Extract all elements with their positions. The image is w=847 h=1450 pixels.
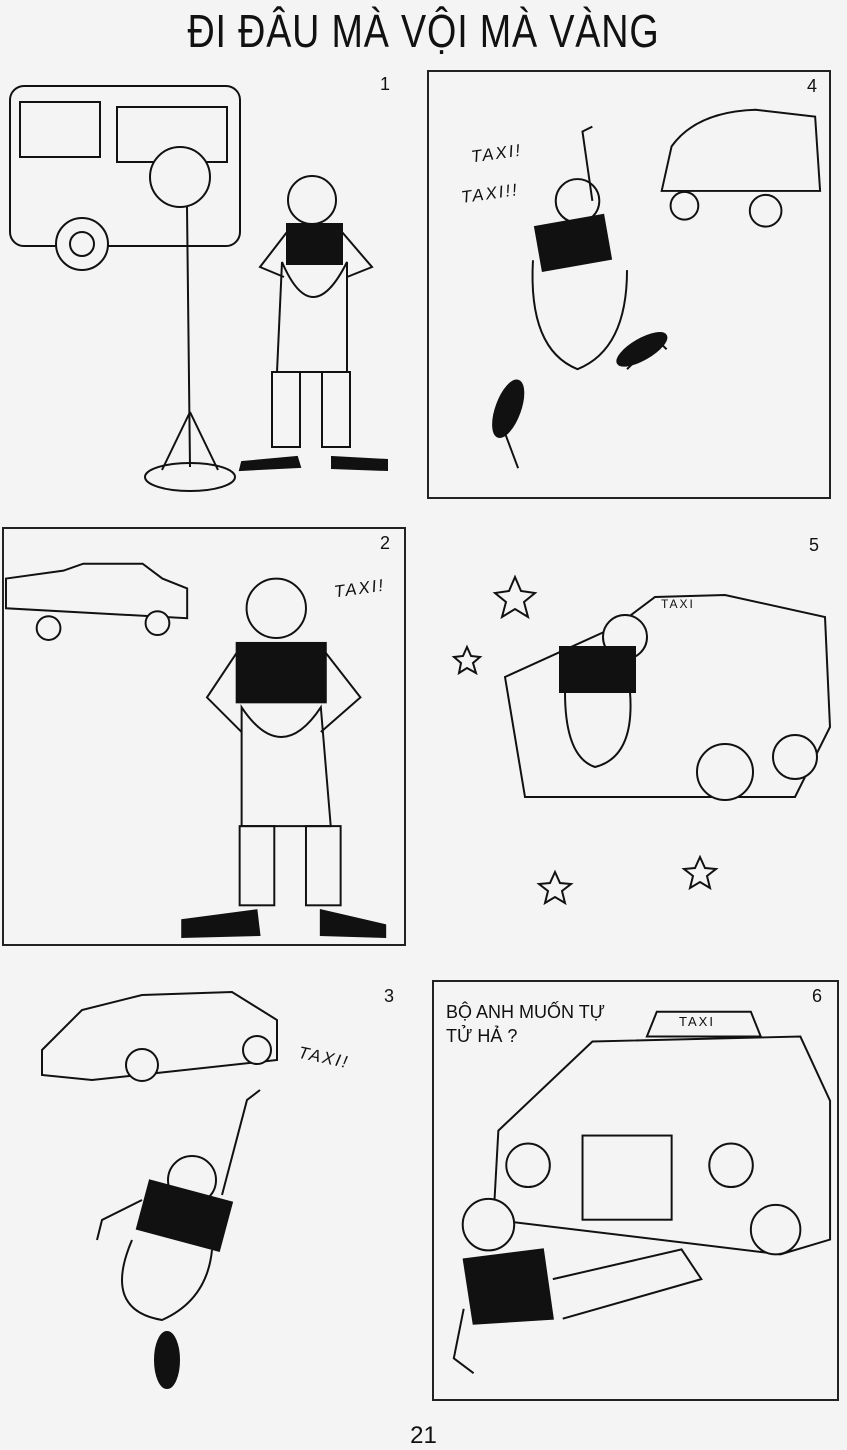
running-man-illustration xyxy=(96,1089,261,1389)
panel-number: 1 xyxy=(380,74,391,94)
man-running-to-taxi-illustration xyxy=(492,108,822,469)
impact-stars xyxy=(451,574,719,906)
panel-number: 4 xyxy=(807,76,818,96)
man-under-taxi-illustration xyxy=(452,1010,832,1374)
taxi-illustration xyxy=(492,1010,832,1256)
panel-6: 6 BỘ ANH MUỐN TỰ TỬ HẢ ? TAXI xyxy=(432,980,839,1401)
bus-stop-scene-illustration xyxy=(9,85,388,492)
panel-number: 3 xyxy=(384,986,395,1006)
panel-2: 2 TAXI! xyxy=(2,527,406,946)
bus-illustration xyxy=(9,85,241,271)
taxi-illustration xyxy=(4,562,189,641)
man-standing-illustration xyxy=(181,577,387,939)
panel-number: 2 xyxy=(380,533,391,553)
taxi-illustration xyxy=(660,108,822,228)
panel-number: 6 xyxy=(812,986,823,1006)
man-chasing-taxi-illustration xyxy=(41,990,278,1389)
fallen-man-illustration xyxy=(452,1197,703,1374)
comic-title: ĐI ĐÂU MÀ VỘI MÀ VÀNG xyxy=(187,5,660,57)
taxi-illustration xyxy=(41,990,278,1082)
panel-1: 1 xyxy=(2,72,412,502)
panel-3: 3 TAXI! xyxy=(2,980,406,1400)
man-hit-by-taxi-illustration xyxy=(451,574,832,906)
taxi-roof-sign: TAXI xyxy=(679,1014,715,1029)
panel-4: 4 TAXI! TAXI!! xyxy=(427,70,831,499)
speech-text: BỘ ANH MUỐN TỰ TỬ HẢ ? xyxy=(446,1002,606,1046)
running-man-illustration xyxy=(492,125,668,469)
man-standing-illustration xyxy=(238,175,388,472)
panel-number: 5 xyxy=(809,535,820,555)
crashing-man-illustration xyxy=(559,614,648,769)
taxi-illustration xyxy=(503,593,832,801)
taxi-roof-sign: TAXI xyxy=(661,597,695,611)
man-calling-taxi-illustration xyxy=(4,562,387,939)
bus-stop-sign-illustration xyxy=(144,146,236,492)
page-number: 21 xyxy=(410,1422,437,1449)
panel-5: 5 TAXI xyxy=(425,527,841,946)
